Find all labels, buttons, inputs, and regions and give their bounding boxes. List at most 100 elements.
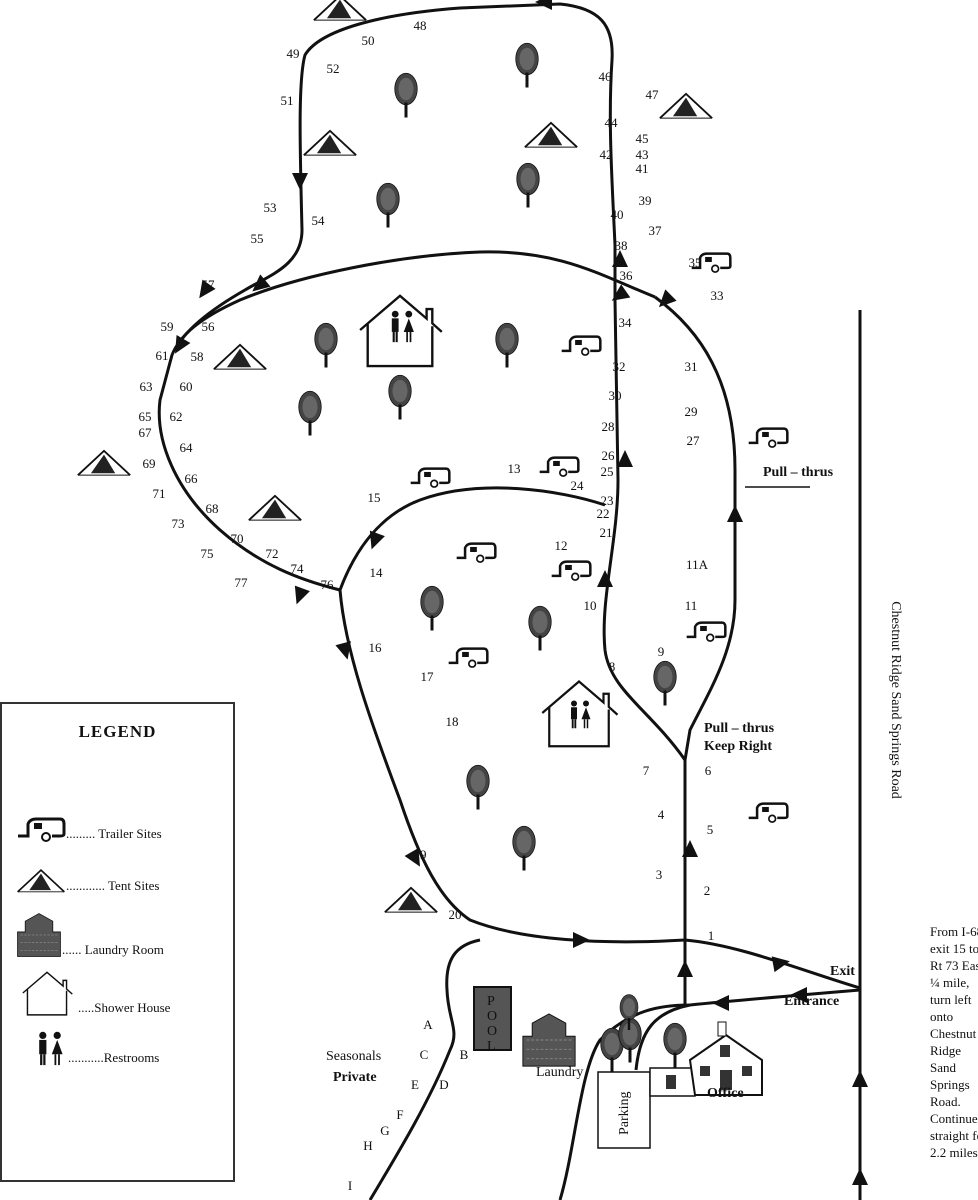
trailer-icon — [447, 647, 489, 668]
seasonal-site-letter: G — [380, 1123, 389, 1138]
legend-title: LEGEND — [78, 722, 157, 741]
direction-arrow-icon — [294, 585, 310, 605]
site-number: 54 — [312, 213, 326, 228]
parking-label: Parking — [617, 1091, 632, 1135]
site-number: 71 — [153, 486, 166, 501]
site-number: 43 — [636, 147, 649, 162]
site-number: 1 — [708, 928, 715, 943]
pull-thrus-label: Pull – thrus — [704, 721, 775, 736]
tree-icon — [314, 322, 338, 368]
site-number: 19 — [414, 847, 427, 862]
site-number: 66 — [185, 471, 199, 486]
site-number: 10 — [584, 598, 597, 613]
direction-arrow-icon — [852, 1168, 868, 1185]
site-number: 22 — [597, 506, 610, 521]
direction-arrows — [175, 0, 868, 1185]
laundry-room-icon — [16, 912, 62, 958]
site-number: 26 — [602, 448, 616, 463]
tent-icon — [212, 343, 268, 371]
tree-icon — [466, 764, 490, 810]
seasonal-road — [368, 938, 481, 1200]
direction-arrow-icon — [199, 279, 216, 299]
site-number: 50 — [362, 33, 375, 48]
trailer-icon — [747, 427, 789, 448]
direction-arrow-icon — [682, 840, 698, 857]
legend-item-trailer: ......... Trailer Sites — [16, 816, 162, 842]
site-number: 45 — [636, 131, 649, 146]
site-number: 76 — [321, 577, 335, 592]
site-number: 3 — [656, 867, 663, 882]
tree-icon — [376, 182, 400, 228]
site-number: 60 — [180, 379, 193, 394]
shower-house-icon — [16, 970, 78, 1016]
site-number: 75 — [201, 546, 214, 561]
entrance-label: Entrance — [784, 994, 839, 1009]
site-number: 48 — [414, 18, 427, 33]
site-number: 39 — [639, 193, 652, 208]
site-number: 15 — [368, 490, 381, 505]
site-number: 74 — [291, 561, 305, 576]
site-number: 36 — [620, 268, 634, 283]
site-number: 35 — [689, 255, 702, 270]
direction-arrow-icon — [292, 173, 308, 190]
shower-house-icon — [358, 294, 444, 368]
tree-icon — [298, 390, 322, 436]
parking-road — [634, 1003, 691, 1071]
seasonal-site-letter: D — [439, 1077, 448, 1092]
tree-icon — [516, 162, 540, 208]
site-number: 20 — [449, 907, 462, 922]
site-number: 58 — [191, 349, 204, 364]
site-number: 17 — [421, 669, 435, 684]
pool-letter: O — [487, 1009, 497, 1024]
direction-arrow-icon — [611, 284, 631, 301]
legend: LEGEND ......... Trailer Sites .........… — [0, 702, 235, 1182]
site-number: 27 — [687, 433, 701, 448]
site-number: 73 — [172, 516, 185, 531]
shower-house-icon — [541, 680, 619, 748]
site-number: 64 — [180, 440, 194, 455]
directions-text: From I-68 exit 15 to Rt 73 East ¼ mile, … — [930, 924, 978, 1160]
site-number: 11A — [686, 557, 709, 572]
tent-icon — [247, 494, 303, 522]
east-road — [654, 295, 737, 1005]
center-road — [602, 299, 687, 761]
trailer-icon — [538, 456, 580, 477]
site-number: 55 — [251, 231, 264, 246]
site-number: 25 — [601, 464, 614, 479]
tent-icon — [302, 129, 358, 157]
road-name-label: Chestnut Ridge Sand Springs Road — [888, 601, 903, 799]
tree-icon — [653, 660, 677, 706]
site-number: 23 — [601, 493, 614, 508]
tree-icon — [420, 585, 444, 631]
restrooms-icon — [571, 700, 591, 729]
legend-label: ............ Tent Sites — [66, 878, 160, 893]
inner-arc-road — [157, 250, 656, 592]
tent-icon — [523, 121, 579, 149]
tent-icon — [76, 449, 132, 477]
site-number: 56 — [202, 319, 216, 334]
seasonal-site-letter: F — [396, 1107, 403, 1122]
north-loop-road — [173, 2, 617, 351]
site-number: 9 — [658, 644, 665, 659]
seasonal-site-letter: I — [348, 1178, 352, 1193]
tree-icon — [515, 42, 539, 88]
seasonal-site-letter: E — [411, 1077, 419, 1092]
site-number: 38 — [615, 238, 628, 253]
site-number: 70 — [231, 531, 244, 546]
pool-letter: P — [487, 994, 495, 1009]
site-number: 2 — [704, 883, 711, 898]
site-number: 47 — [646, 87, 660, 102]
site-number: 62 — [170, 409, 183, 424]
tent-icon — [16, 868, 66, 894]
legend-label: .....Shower House — [78, 1000, 171, 1015]
trailer-icon — [550, 560, 592, 581]
site-number: 12 — [555, 538, 568, 553]
site-number: 57 — [202, 277, 216, 292]
site-number: 21 — [600, 525, 613, 540]
seasonal-site-letter: C — [420, 1047, 429, 1062]
tent-icon — [383, 886, 439, 914]
site-number: 67 — [139, 425, 153, 440]
direction-arrow-icon — [573, 932, 590, 948]
private-label: Private — [333, 1070, 377, 1085]
direction-arrow-icon — [658, 289, 677, 308]
